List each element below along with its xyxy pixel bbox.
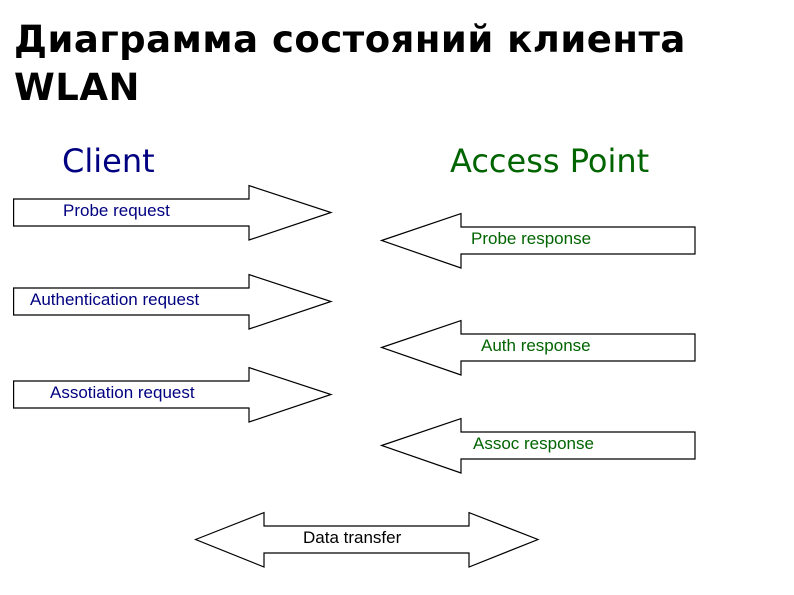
arrow-right-shape [13,184,333,241]
page-title: Диаграмма состояний клиента WLAN [14,18,686,109]
arrow-double-shape [193,511,540,568]
arrow-left-shape [379,319,696,376]
arrow-right-shape [13,366,333,423]
arrow-left-shape [379,417,696,474]
message-arrow-data-transfer: Data transfer [193,511,540,568]
arrow-left-shape [379,212,696,269]
message-arrow-auth-response: Auth response [379,319,697,376]
message-arrow-authentication-request: Authentication request [13,273,333,330]
column-heading-client: Client [62,142,155,180]
message-arrow-assotiation-request: Assotiation request [13,366,333,423]
message-arrow-probe-response: Probe response [379,212,697,269]
message-arrow-probe-request: Probe request [13,184,333,241]
arrow-right-shape [13,273,333,330]
column-heading-access-point: Access Point [450,142,650,180]
message-arrow-assoc-response: Assoc response [379,417,697,474]
